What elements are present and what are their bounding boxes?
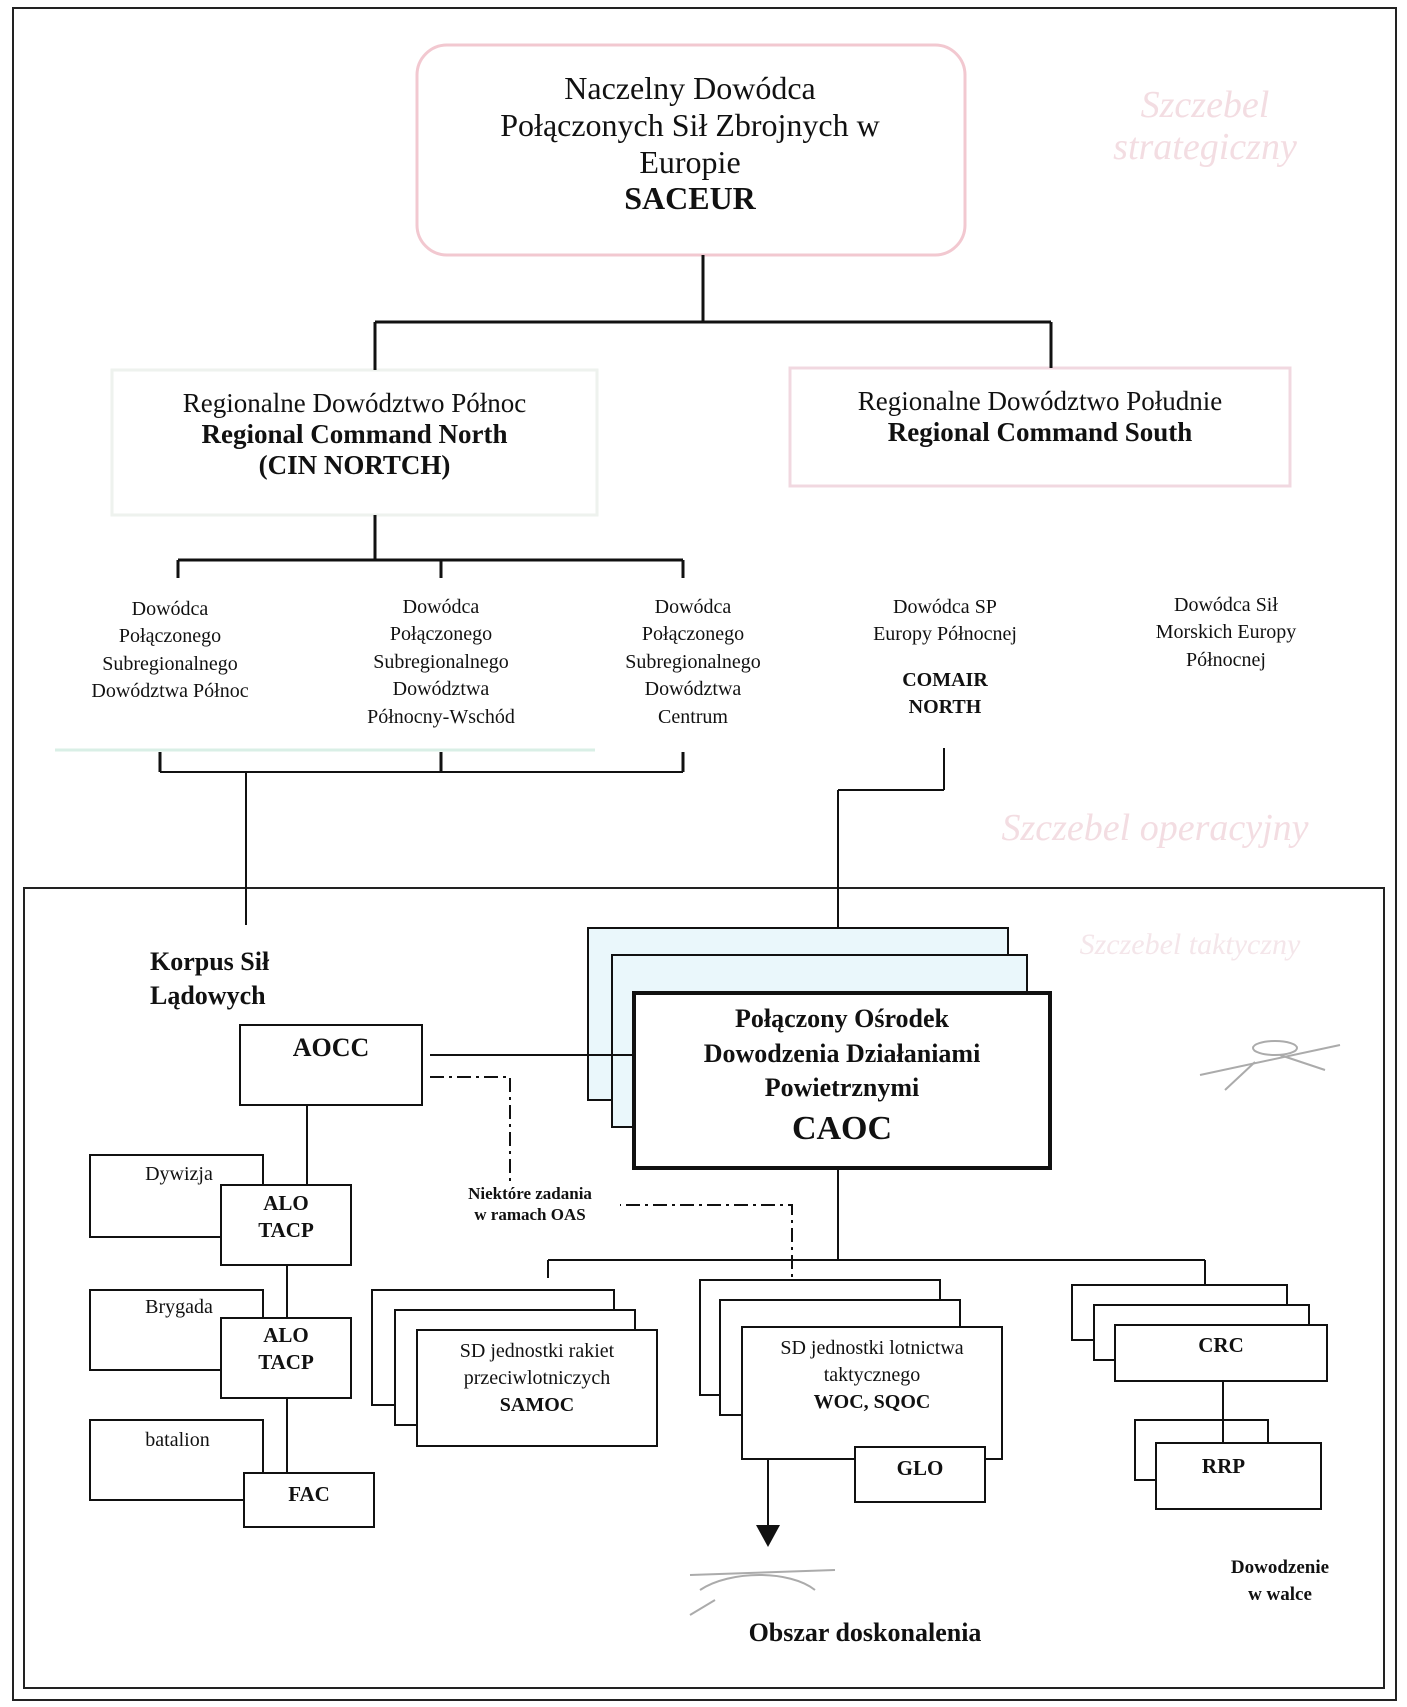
region-north: Regionalne Dowództwo Północ Regional Com… [112,388,597,481]
region-south: Regionalne Dowództwo Południe Regional C… [790,386,1290,448]
subregional-north-line: Dowódca [131,598,209,620]
caoc-line: Powietrznymi [764,1073,920,1103]
top-line-1: Naczelny Dowódca [564,70,816,106]
woc-abbr: WOC, SQOC [813,1391,931,1413]
subregional-north: Dowódca Połączonego Subregionalnego Dowó… [60,596,280,706]
subregional-northeast-line: Subregionalnego [373,650,509,673]
combat-command-label: Dowodzenie w walce [1195,1555,1365,1608]
subregional-northeast: Dowódca Połączonego Subregionalnego Dowó… [330,594,552,731]
caoc-line: Dowodzenia Działaniami [703,1038,981,1068]
caoc-title: Połączony Ośrodek Dowodzenia Działaniami… [634,1002,1050,1151]
land-corps-line1: Korpus Sił [150,947,270,976]
samoc-abbr: SAMOC [499,1394,575,1416]
top-command-name: Naczelny Dowódca Połączonych Sił Zbrojny… [430,70,950,217]
subregional-north-line: Dowództwa Północ [91,680,249,703]
region-north-line1: Regionalne Dowództwo Północ [182,388,527,418]
echelon-battalion-label: batalion [145,1429,210,1451]
combat-command-line2: w walce [1248,1583,1312,1605]
aircraft-icon [1199,1040,1341,1091]
woc-line: taktycznego [823,1364,921,1386]
subregional-centre-line: Dowództwa [644,678,742,701]
land-corps-line2: Lądowych [150,980,266,1010]
subregional-northeast-line: Połączonego [389,623,493,646]
watermark-strategic: Szczebel strategiczny [1113,84,1297,168]
top-line-2: Połączonych Sił Zbrojnych w [500,106,880,143]
subregional-centre-line: Połączonego [641,623,745,646]
region-north-line3: (CIN NORTCH) [258,450,451,481]
naval-north-line: Dowódca Sił [1174,594,1278,616]
oas-note-line2: w ramach OAS [474,1205,586,1225]
air-north-line: Europy Północnej [873,623,1017,646]
naval-north: Dowódca Sił Morskich Europy Północnej [1115,592,1337,674]
crc-label: CRC [1198,1333,1244,1357]
woc-line: SD jednostki lotnictwa [780,1337,964,1359]
combat-command-line1: Dowodzenie [1230,1557,1330,1578]
area-label: Obszar doskonalenia [748,1618,982,1647]
samoc-line: SD jednostki rakiet [459,1340,615,1362]
land-corps-title: Korpus Sił Lądowych [150,945,330,1013]
rrp-label: RRP [1201,1454,1246,1478]
helicopter-icon [689,1569,836,1616]
air-north-abbr: NORTH [908,696,982,719]
naval-north-line: Morskich Europy [1155,621,1297,644]
top-abbr: SACEUR [624,180,756,217]
watermark-tactical: Szczebel taktyczny [1079,928,1301,961]
echelon-unit: TACP [258,1217,314,1242]
air-north-line: Dowódca SP [893,596,997,618]
region-south-line1: Regionalne Dowództwo Południe [857,386,1223,416]
echelon-brigade-units: ALO TACP [221,1322,351,1376]
subregional-northeast-line: Dowódca [402,596,480,618]
aocc-label: AOCC [292,1033,370,1062]
oas-note-line1: Niektóre zadania [468,1184,592,1203]
region-south-line2: Regional Command South [887,417,1193,448]
caoc-line: Połączony Ośrodek [734,1004,950,1033]
samoc-line: przeciwlotniczych [463,1367,611,1389]
subregional-northeast-line: Północny-Wschód [367,705,515,728]
caoc-abbr: CAOC [791,1109,893,1147]
echelon-unit: TACP [258,1349,314,1374]
subregional-centre: Dowódca Połączonego Subregionalnego Dowó… [583,594,803,731]
fac-label: FAC [288,1482,330,1506]
oas-note: Niektóre zadania w ramach OAS [440,1183,620,1226]
watermark-operational: Szczebel operacyjny [1001,807,1309,849]
glo-label: GLO [896,1456,944,1480]
woc-box: SD jednostki lotnictwa taktycznego WOC, … [742,1335,1002,1416]
samoc-box: SD jednostki rakiet przeciwlotniczych SA… [417,1338,657,1419]
echelon-division-label: Dywizja [145,1163,213,1185]
echelon-division-units: ALO TACP [221,1190,351,1244]
air-north: Dowódca SP Europy Północnej COMAIR NORTH [830,594,1060,722]
naval-north-line: Północnej [1186,648,1266,671]
subregional-centre-line: Centrum [658,705,728,728]
air-north-abbr: COMAIR [902,668,988,691]
echelon-unit: ALO [263,1323,309,1347]
subregional-centre-line: Dowódca [654,596,732,618]
subregional-northeast-line: Dowództwa [392,678,490,701]
subregional-centre-line: Subregionalnego [625,650,761,673]
region-north-line2: Regional Command North [201,419,508,450]
subregional-north-line: Subregionalnego [102,652,238,675]
subregional-north-line: Połączonego [118,625,222,648]
echelon-unit: ALO [263,1191,309,1215]
top-line-3: Europie [639,143,741,180]
echelon-brigade-label: Brygada [145,1296,213,1318]
